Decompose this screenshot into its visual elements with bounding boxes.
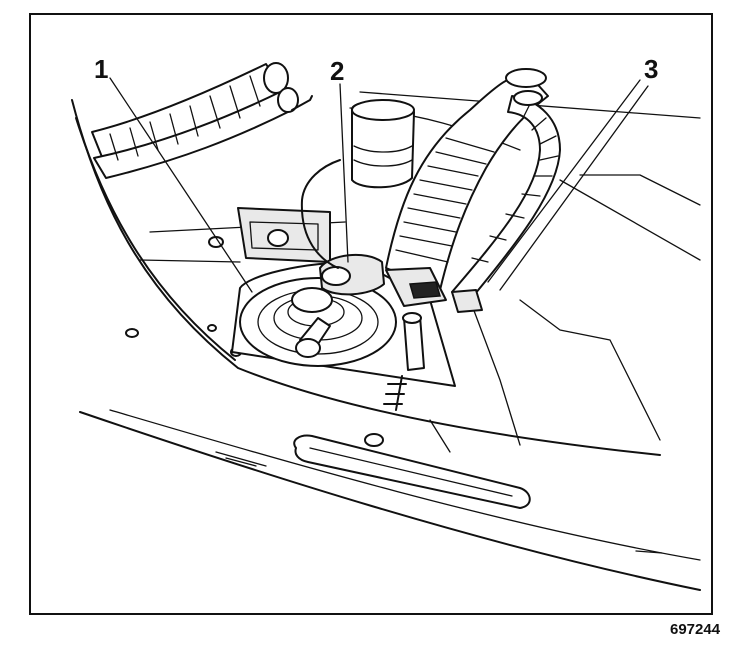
callout-2: 2 (330, 56, 344, 86)
fuel-sender-assembly (239, 277, 397, 367)
corrugated-fuel-pipes (383, 68, 561, 411)
callout-leaders (109, 77, 649, 293)
figure-id: 697244 (670, 621, 721, 638)
wiring-harness (91, 62, 313, 179)
filler-neck (351, 99, 415, 189)
callout-3: 3 (644, 54, 658, 84)
fuel-sender-electrical-connector (300, 159, 385, 296)
callout-1: 1 (94, 54, 108, 84)
